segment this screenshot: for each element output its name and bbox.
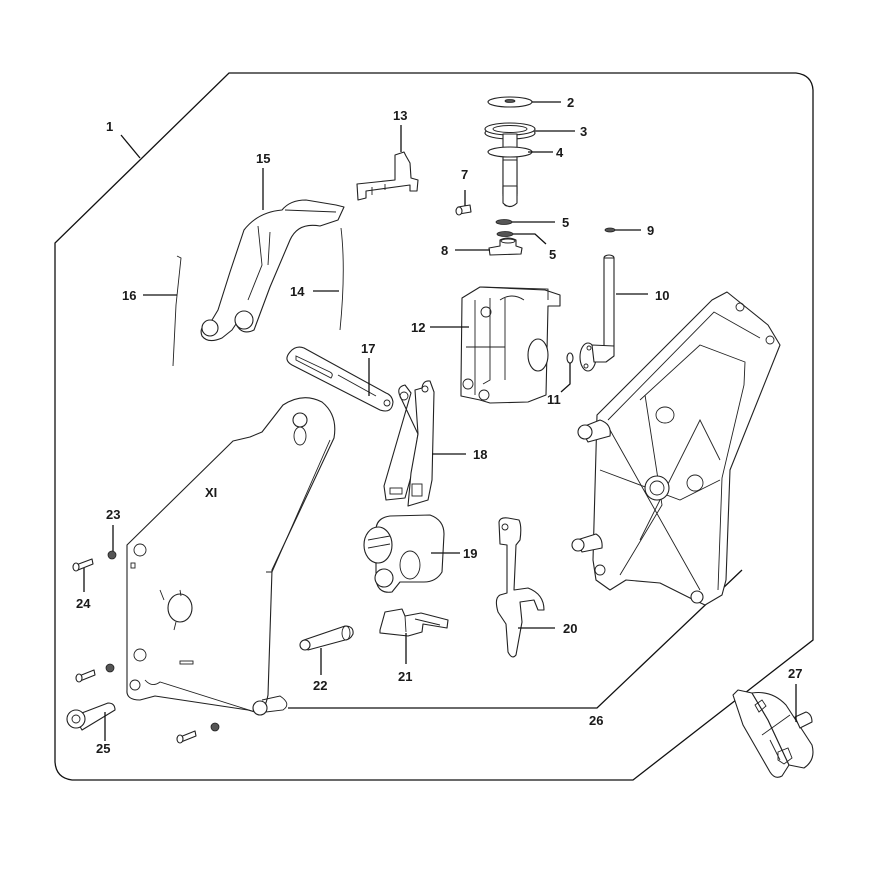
leader-1 <box>120 134 141 159</box>
part-23-nut[interactable] <box>107 550 117 560</box>
part-4-shaft-ring[interactable] <box>487 133 533 208</box>
leader-lines <box>83 101 797 741</box>
callout-14: 14 <box>290 284 305 299</box>
callout-18: 18 <box>473 447 487 462</box>
part-13-bracket[interactable] <box>356 151 419 201</box>
callout-3: 3 <box>580 124 587 139</box>
part-17-slotted-link[interactable] <box>286 346 394 412</box>
embossed-mark: XI <box>205 485 217 500</box>
callout-10: 10 <box>655 288 669 303</box>
callout-9: 9 <box>647 223 654 238</box>
callout-21: 21 <box>398 669 412 684</box>
part-24-screw-lower[interactable] <box>75 669 96 683</box>
part-8-bushing[interactable] <box>488 237 523 256</box>
part-16-wire[interactable] <box>172 255 182 367</box>
callout-7: 7 <box>461 167 468 182</box>
part-1-side-plate[interactable] <box>126 397 336 716</box>
part-5-spring-upper[interactable] <box>495 219 513 225</box>
part-10-crank-shaft[interactable] <box>579 254 615 372</box>
callout-15: 15 <box>256 151 270 166</box>
part-9-spring[interactable] <box>604 227 616 233</box>
part-23-nut-bottom[interactable] <box>210 722 220 732</box>
part-20-fork-lever[interactable] <box>495 517 545 658</box>
callout-20: 20 <box>563 621 577 636</box>
leader-11 <box>560 363 571 393</box>
callout-16: 16 <box>122 288 136 303</box>
callout-27: 27 <box>788 666 802 681</box>
part-21-slider-block[interactable] <box>379 608 449 637</box>
part-23-nut-lower[interactable] <box>105 663 115 673</box>
leader-5b <box>513 233 547 245</box>
callout-2: 2 <box>567 95 574 110</box>
part-11-nut[interactable] <box>566 352 574 364</box>
assembly-outline <box>54 72 814 781</box>
part-18-rocker[interactable] <box>383 380 435 507</box>
callout-26: 26 <box>589 713 603 728</box>
callout-labels: 1 2 3 4 5 5 7 8 9 10 11 12 13 14 15 16 1… <box>76 95 802 756</box>
part-14-spring-wire[interactable] <box>339 227 344 331</box>
part-3-pulley[interactable] <box>484 122 536 140</box>
callout-22: 22 <box>313 678 327 693</box>
part-22-pin[interactable] <box>299 625 354 651</box>
part-2-washer[interactable] <box>487 96 533 108</box>
part-19-cam[interactable] <box>363 514 445 593</box>
part-26-cast-frame[interactable] <box>571 291 781 606</box>
callout-12: 12 <box>411 320 425 335</box>
part-7-pin[interactable] <box>455 204 472 216</box>
callout-13: 13 <box>393 108 407 123</box>
part-24-screw-bottom[interactable] <box>176 730 197 744</box>
callout-8: 8 <box>441 243 448 258</box>
frame-26-outline <box>288 569 743 709</box>
callout-24: 24 <box>76 596 91 611</box>
part-27-key-tool[interactable] <box>732 689 814 778</box>
part-12-housing[interactable] <box>460 286 561 404</box>
callout-23: 23 <box>106 507 120 522</box>
callout-4: 4 <box>556 145 564 160</box>
part-24-screw[interactable] <box>72 558 94 572</box>
part-5-spring-lower[interactable] <box>496 231 514 237</box>
part-15-lever[interactable] <box>200 199 345 342</box>
callout-25: 25 <box>96 741 110 756</box>
callout-19: 19 <box>463 546 477 561</box>
callout-5-upper: 5 <box>562 215 569 230</box>
callout-1: 1 <box>106 119 113 134</box>
callout-11: 11 <box>547 392 561 407</box>
callout-5-lower: 5 <box>549 247 556 262</box>
part-25-spacer[interactable] <box>66 702 116 731</box>
callout-17: 17 <box>361 341 375 356</box>
